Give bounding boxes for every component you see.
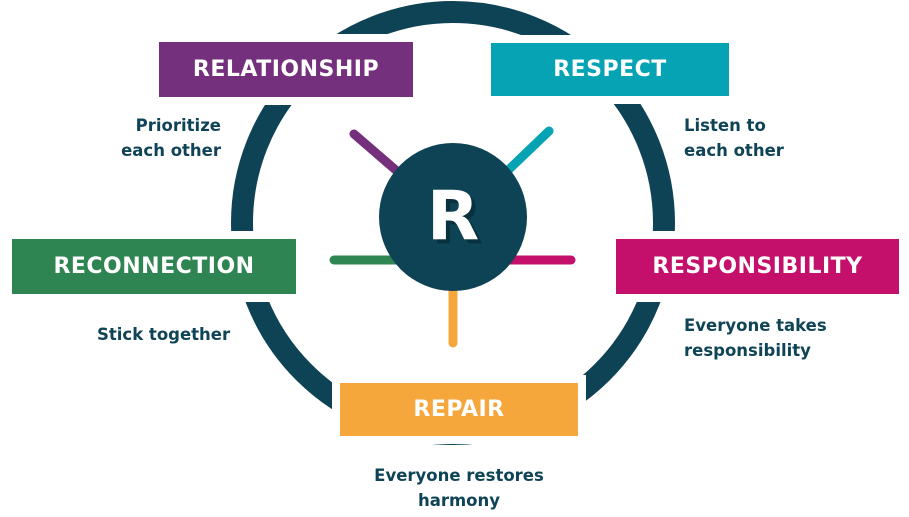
hub-circle <box>379 143 527 291</box>
pillar-label-reconnection: RECONNECTION <box>53 254 255 279</box>
hub-letter: R <box>426 177 480 256</box>
caption-line: each other <box>684 141 784 160</box>
pillar-caption-reconnection: Stick together <box>97 322 230 347</box>
pillar-box-respect: RESPECT <box>483 35 737 104</box>
pillar-box-reconnection: RECONNECTION <box>4 231 304 302</box>
pillar-label-respect: RESPECT <box>553 57 667 82</box>
caption-line: Everyone restores <box>374 466 544 485</box>
pillar-box-relationship: RELATIONSHIP <box>151 34 421 105</box>
pillar-label-relationship: RELATIONSHIP <box>192 57 380 82</box>
pillar-caption-respect: Listen to each other <box>684 113 784 163</box>
pillar-caption-relationship: Prioritize each other <box>121 113 221 163</box>
caption-line: responsibility <box>684 341 811 360</box>
caption-line: Listen to <box>684 116 766 135</box>
caption-line: Prioritize <box>135 116 221 135</box>
caption-line: Stick together <box>97 325 231 344</box>
caption-line: harmony <box>417 491 501 510</box>
pillar-caption-repair: Everyone restores harmony <box>374 463 544 513</box>
caption-line: Everyone takes <box>684 316 827 335</box>
pillar-box-responsibility: RESPONSIBILITY <box>608 231 907 302</box>
pillar-label-responsibility: RESPONSIBILITY <box>652 254 863 279</box>
pillar-caption-responsibility: Everyone takes responsibility <box>684 313 827 363</box>
pillar-box-repair: REPAIR <box>332 375 586 444</box>
pillar-label-repair: REPAIR <box>413 397 505 422</box>
caption-line: each other <box>121 141 221 160</box>
